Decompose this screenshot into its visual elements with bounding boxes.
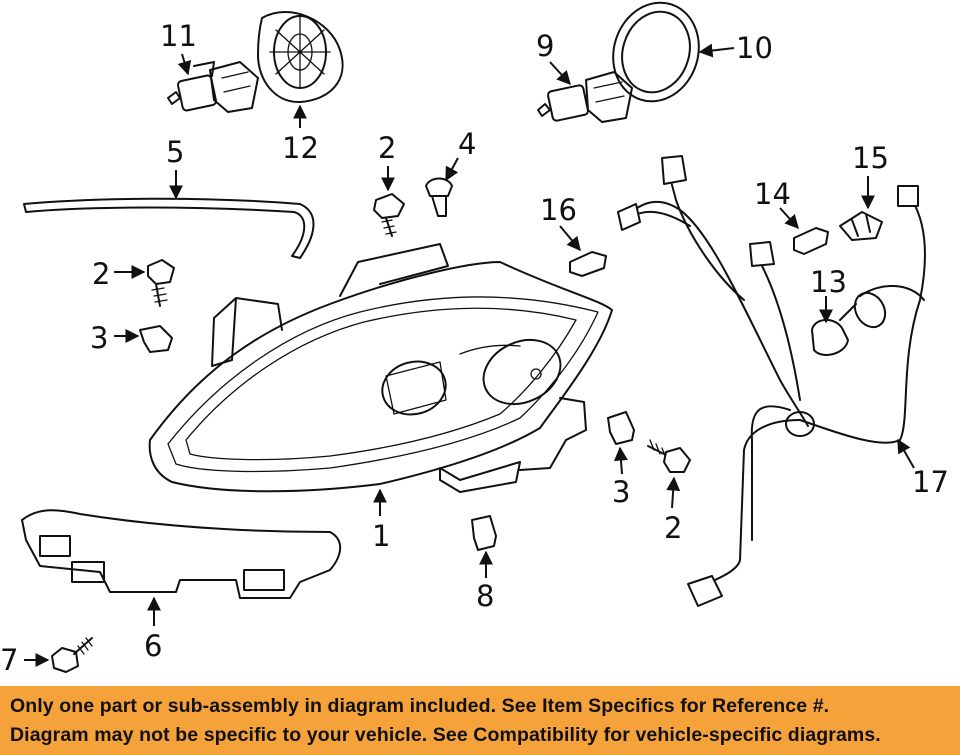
parts-diagram: 11 12 9 10 5 2 4 2 3 16 14 15 13 17 1 3 … (0, 1, 949, 677)
callout-2-top: 2 (378, 131, 396, 165)
bolt-7-drawing (51, 637, 93, 673)
leader-lines (24, 43, 915, 667)
callout-11: 11 (160, 19, 197, 53)
callout-15: 15 (852, 141, 889, 175)
clip-4-drawing (425, 177, 453, 217)
callout-8: 8 (476, 579, 494, 613)
callout-12: 12 (282, 131, 319, 165)
strip-5-drawing (23, 197, 315, 259)
bulb-13-drawing (811, 291, 887, 356)
bolt-2-left-drawing (147, 259, 175, 307)
callout-13: 13 (810, 265, 847, 299)
disclaimer-banner: Only one part or sub-assembly in diagram… (0, 686, 960, 755)
bolt-2-top-drawing (373, 193, 405, 237)
callout-3-right: 3 (612, 475, 630, 509)
callout-7: 7 (0, 643, 18, 677)
callout-4: 4 (458, 127, 476, 161)
bulb-16-drawing (569, 251, 607, 277)
bulb-14-drawing (793, 227, 829, 255)
disclaimer-line-1: Only one part or sub-assembly in diagram… (10, 694, 830, 717)
clip-3-left-drawing (139, 325, 173, 353)
cover-12-drawing (257, 11, 344, 104)
callout-17: 17 (912, 465, 949, 499)
clip-3-right-drawing (607, 411, 635, 445)
bulb-11-drawing (167, 61, 259, 113)
bolt-2-right-drawing (647, 439, 691, 473)
callout-2-right: 2 (664, 511, 682, 545)
callout-16: 16 (540, 193, 577, 227)
headlamp-1-drawing (148, 243, 613, 493)
callout-6: 6 (144, 629, 162, 663)
bulb-9-drawing (537, 71, 633, 123)
callout-5: 5 (166, 135, 184, 169)
callout-2-left: 2 (92, 257, 110, 291)
callout-14: 14 (754, 177, 791, 211)
callout-1: 1 (372, 519, 390, 553)
clip-8-drawing (471, 515, 497, 551)
callout-9: 9 (536, 29, 554, 63)
callout-labels: 11 12 9 10 5 2 4 2 3 16 14 15 13 17 1 3 … (0, 19, 949, 677)
seal-10-drawing (612, 1, 700, 103)
bulb-15-drawing (839, 211, 883, 241)
bracket-6-drawing (21, 509, 342, 599)
harness-17-drawing (617, 155, 927, 607)
callout-3-left: 3 (90, 321, 108, 355)
callout-10: 10 (736, 31, 773, 65)
disclaimer-line-2: Diagram may not be specific to your vehi… (10, 723, 881, 746)
